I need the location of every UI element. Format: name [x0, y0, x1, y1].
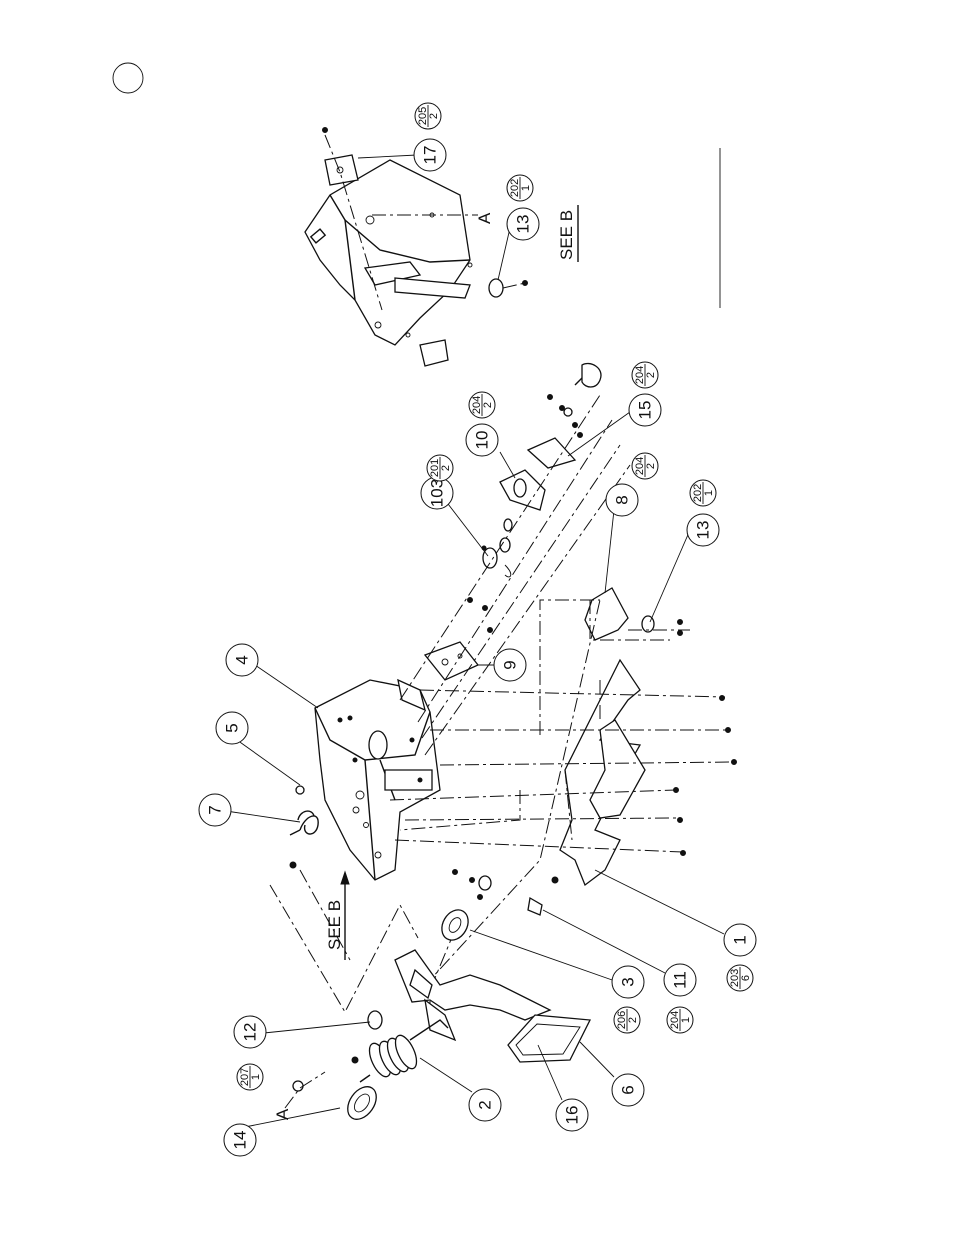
- main-bracket-assembly: [296, 680, 440, 880]
- fraction-denominator: 1: [520, 185, 532, 191]
- callout-number: 10: [473, 431, 492, 450]
- callout-number: 13: [514, 215, 533, 234]
- callout-c13b: 13: [687, 514, 719, 546]
- plate-part-8: [585, 588, 628, 640]
- fraction-denominator: 6: [740, 975, 752, 981]
- callout-c3: 3: [612, 966, 644, 998]
- point-a-main: A: [273, 1108, 292, 1120]
- fraction-denominator: 1: [680, 1017, 692, 1023]
- callout-c6: 6: [612, 1074, 644, 1106]
- callout-c1: 1: [724, 924, 756, 956]
- callout-number: 15: [636, 401, 655, 420]
- see-b-label: SEE B: [325, 900, 344, 950]
- fraction-denominator: 2: [440, 465, 452, 471]
- callout-c14: 14: [224, 1124, 256, 1156]
- page-marker-circle: [113, 63, 143, 93]
- callout-number: 11: [671, 971, 690, 989]
- callout-c5: 5: [216, 712, 248, 744]
- callout-c16: 16: [556, 1099, 588, 1131]
- fraction-denominator: 2: [627, 1017, 639, 1023]
- callout-c2: 2: [469, 1089, 501, 1121]
- callout-number: 5: [223, 723, 242, 732]
- nut-207: [293, 1081, 303, 1091]
- callout-c13a: 13: [507, 208, 539, 240]
- fraction-denominator: 1: [703, 490, 715, 496]
- callout-number: 12: [241, 1023, 260, 1042]
- callout-number: 9: [501, 660, 520, 669]
- fraction-denominator: 2: [645, 463, 657, 469]
- part-12-spacer: [368, 1011, 382, 1029]
- callout-c8: 8: [606, 484, 638, 516]
- fraction-denominator: 1: [250, 1074, 262, 1080]
- callout-c15: 15: [629, 394, 661, 426]
- callout-number: 4: [233, 655, 252, 664]
- point-a-detail: A: [475, 212, 494, 224]
- callout-number: 1: [731, 935, 750, 944]
- callout-c4: 4: [226, 644, 258, 676]
- callout-number: 16: [563, 1106, 582, 1125]
- callout-c11: 11: [664, 964, 696, 996]
- callout-number: 17: [421, 146, 440, 165]
- callout-number: 8: [613, 495, 632, 504]
- detail-b-label: SEE B: [557, 210, 576, 260]
- plate-part-9: [425, 642, 478, 680]
- fraction-denominator: 2: [645, 372, 657, 378]
- callout-c17: 17: [414, 139, 446, 171]
- callout-number: 103: [428, 479, 447, 507]
- part-11: [528, 898, 542, 915]
- callout-number: 6: [619, 1085, 638, 1094]
- pedal-pad-part-6: [508, 1015, 590, 1062]
- callout-number: 13: [694, 521, 713, 540]
- knob: [564, 363, 601, 416]
- bracket-part-15: [528, 438, 575, 468]
- callout-c10: 10: [466, 424, 498, 456]
- callout-c12: 12: [234, 1016, 266, 1048]
- callout-number: 2: [476, 1100, 495, 1109]
- callout-number: 3: [619, 977, 638, 986]
- callout-number: 14: [231, 1131, 250, 1150]
- callout-c103: 103: [421, 477, 453, 509]
- fraction-denominator: 2: [482, 402, 494, 408]
- spring-part-7: [290, 811, 318, 835]
- callout-c9: 9: [494, 649, 526, 681]
- callout-c7: 7: [199, 794, 231, 826]
- callout-number: 7: [206, 805, 225, 814]
- part-14-collar: [342, 1081, 382, 1124]
- fraction-denominator: 2: [428, 113, 440, 119]
